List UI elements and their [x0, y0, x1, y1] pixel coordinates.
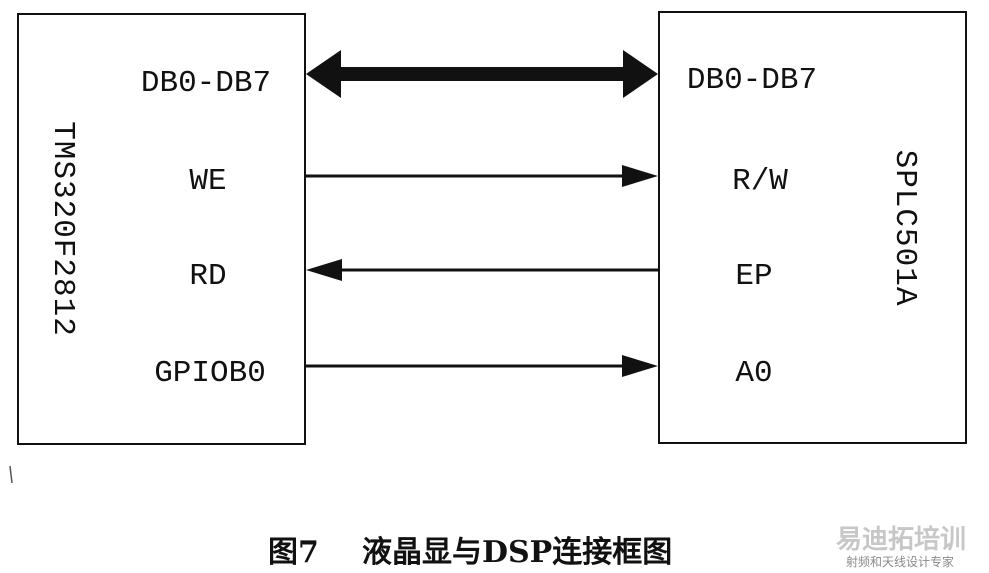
- left-block-box: [17, 13, 306, 445]
- we-arrow: [306, 165, 658, 187]
- right-block-name: SPLC501A: [887, 150, 922, 307]
- right-pin-a0: A0: [735, 356, 772, 391]
- rd-arrow: [306, 259, 659, 281]
- left-block-name: TMS320F2812: [45, 121, 80, 337]
- right-pin-rw: R/W: [732, 164, 788, 199]
- right-block-box: [658, 11, 967, 444]
- watermark-logo: 易迪拓培训: [836, 525, 966, 555]
- left-pin-we: WE: [189, 164, 226, 199]
- left-pin-gpio: GPIOB0: [154, 356, 266, 391]
- gpio-arrow: [306, 355, 658, 377]
- figure-caption: 液晶显与DSP连接框图: [362, 535, 672, 570]
- right-pin-ep: EP: [735, 259, 772, 294]
- left-pin-rd: RD: [189, 259, 226, 294]
- bus-arrow: [306, 50, 658, 98]
- stray-mark: [9, 465, 13, 484]
- watermark-subtitle: 射频和天线设计专家: [846, 554, 954, 569]
- figure-number: 图7: [268, 535, 319, 570]
- left-pin-db: DB0-DB7: [141, 66, 271, 101]
- right-pin-db: DB0-DB7: [687, 63, 817, 98]
